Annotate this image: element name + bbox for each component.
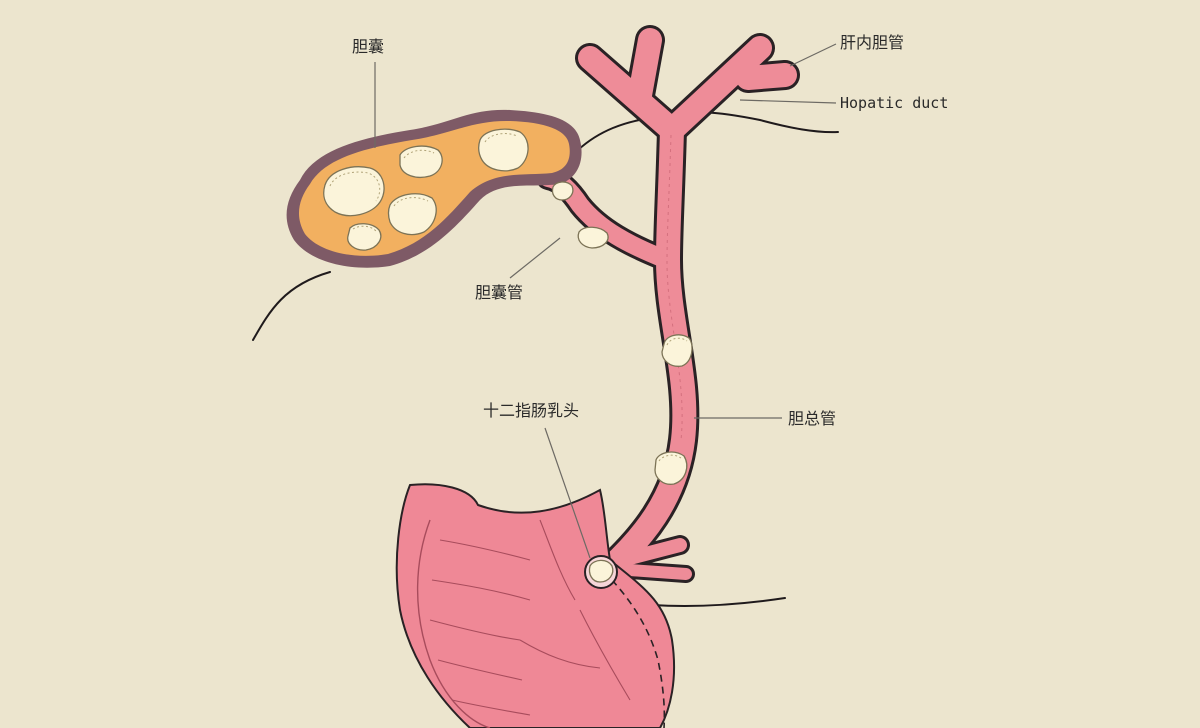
label-gallbladder: 胆囊 <box>352 37 384 56</box>
organ-outline-bottom-right <box>651 597 786 608</box>
bile-duct-tree <box>536 25 800 583</box>
label-hepatic-duct: Hopatic duct <box>840 94 948 112</box>
gallstone <box>577 226 609 249</box>
label-cystic-duct: 胆囊管 <box>475 283 523 302</box>
duodenum <box>395 483 676 728</box>
gallstone <box>478 128 529 172</box>
duodenum-inner-edge <box>416 519 491 728</box>
gallstone <box>551 181 574 201</box>
gallstone <box>347 223 382 251</box>
label-common-bile-duct: 胆总管 <box>788 409 836 428</box>
label-duodenal-papilla: 十二指肠乳头 <box>483 401 579 420</box>
leader-intrahepatic-duct <box>789 43 837 67</box>
duodenum-wall <box>395 483 676 728</box>
papilla-stone <box>588 559 614 583</box>
leader-duodenal-papilla <box>544 427 591 559</box>
gallstone <box>323 166 385 217</box>
liver-outline-left <box>252 271 331 341</box>
label-intrahepatic-duct: 肝内胆管 <box>840 33 904 52</box>
gallstones <box>323 128 693 485</box>
gallstone <box>387 193 437 236</box>
gallstone <box>399 145 443 179</box>
gallstone <box>654 451 688 485</box>
gallstone <box>661 334 693 367</box>
leader-cystic-duct <box>509 237 561 279</box>
liver-outline-right <box>577 111 839 151</box>
leader-hepatic-duct <box>739 99 837 104</box>
